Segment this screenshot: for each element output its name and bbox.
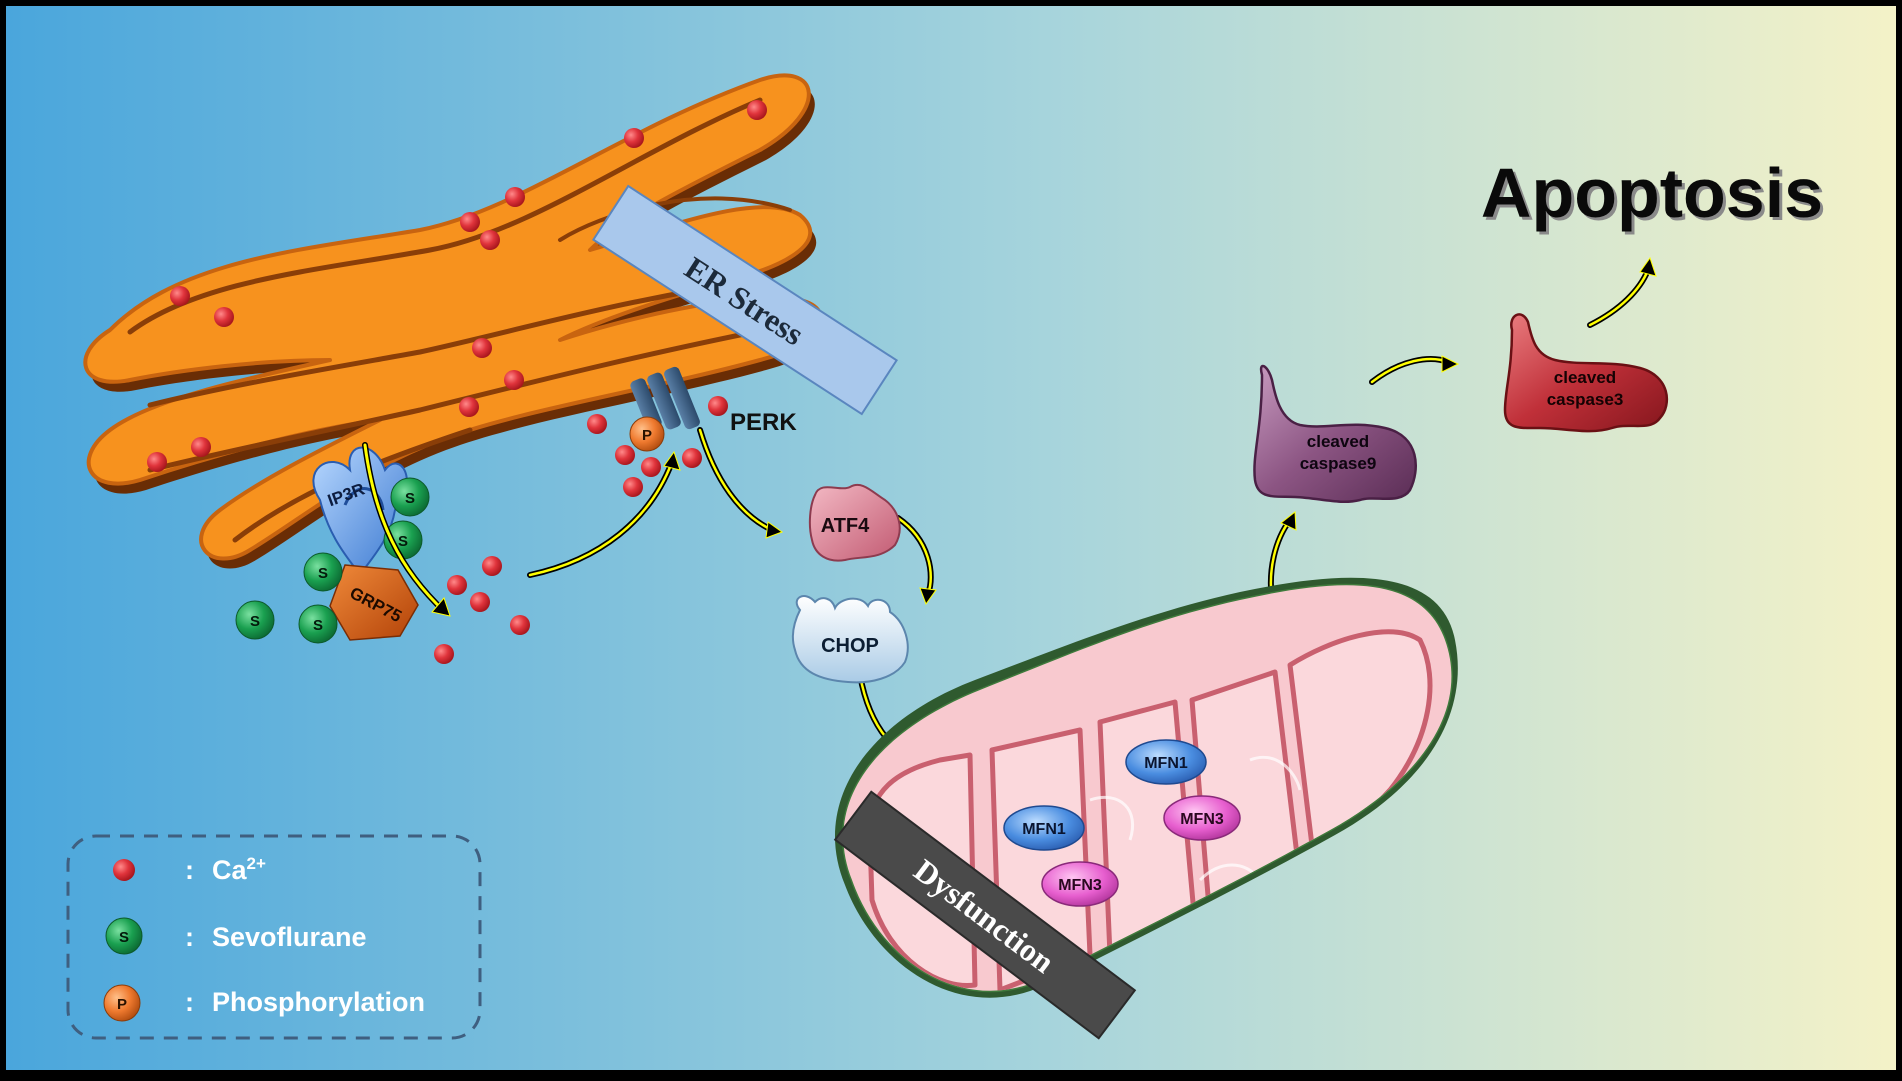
sevoflurane-marker: S	[303, 552, 343, 592]
calcium-ion	[191, 437, 211, 457]
calcium-ion	[480, 230, 500, 250]
sevoflurane-marker: S	[298, 604, 338, 644]
sevoflurane-marker-label: S	[313, 617, 323, 634]
legend-sevo-marker: S	[119, 929, 129, 946]
legend-border	[66, 834, 482, 1040]
sevoflurane-marker: S	[235, 600, 275, 640]
legend-separator-phospho: :	[185, 987, 194, 1017]
sevoflurane-marker-label: S	[318, 565, 328, 582]
title-shadow: Apoptosis	[1484, 157, 1826, 235]
mfn1-label-a: MFN1	[1022, 821, 1066, 838]
mfn3-protein-b: MFN3	[1163, 795, 1241, 841]
cleaved-caspase3: cleaved caspase3	[1503, 313, 1669, 433]
mfn3-protein-a: MFN3	[1041, 861, 1119, 907]
calcium-ion	[482, 556, 502, 576]
calcium-ion	[460, 212, 480, 232]
atf4-protein: ATF4	[808, 483, 901, 562]
grp75-protein: GRP75	[329, 564, 419, 641]
calcium-ion	[214, 307, 234, 327]
calcium-ion	[587, 414, 607, 434]
caspase3-line2: caspase3	[1547, 390, 1624, 409]
calcium-ion	[747, 100, 767, 120]
legend-item-ca: : Ca2+	[113, 854, 266, 885]
caspase3-line1: cleaved	[1554, 368, 1616, 387]
mfn1-protein-b: MFN1	[1125, 739, 1207, 785]
caspase9-line2: caspase9	[1300, 454, 1377, 473]
chop-protein: CHOP	[791, 595, 909, 684]
calcium-ion	[472, 338, 492, 358]
cleaved-caspase9: cleaved caspase9	[1253, 364, 1417, 504]
legend-item-phosphorylation: P : Phosphorylation	[103, 984, 425, 1022]
atf4-label: ATF4	[821, 515, 870, 537]
legend-phospho-marker: P	[117, 996, 127, 1013]
sevoflurane-markers: S S S S S	[235, 477, 430, 644]
chop-label: CHOP	[821, 635, 879, 657]
legend-label-phosphorylation: Phosphorylation	[212, 987, 425, 1017]
legend-label-ca: Ca2+	[212, 854, 266, 885]
calcium-ion	[170, 286, 190, 306]
calcium-ion	[505, 187, 525, 207]
calcium-ion	[470, 592, 490, 612]
calcium-ion	[459, 397, 479, 417]
legend: : Ca2+ S : Sevoflurane P : Phosphorylati…	[66, 834, 482, 1040]
calcium-ion	[504, 370, 524, 390]
legend-ca-text: Ca	[212, 855, 247, 885]
mfn1-label-b: MFN1	[1144, 755, 1188, 772]
legend-label-sevoflurane: Sevoflurane	[212, 922, 367, 952]
sevoflurane-marker-label: S	[250, 613, 260, 630]
sevoflurane-marker-label: S	[405, 490, 415, 507]
calcium-ion	[623, 477, 643, 497]
calcium-ion	[147, 452, 167, 472]
legend-separator-sevo: :	[185, 922, 194, 952]
sevoflurane-marker: S	[390, 477, 430, 517]
calcium-ion	[510, 615, 530, 635]
legend-item-sevoflurane: S : Sevoflurane	[105, 917, 367, 955]
calcium-ion	[624, 128, 644, 148]
mfn3-label-b: MFN3	[1180, 811, 1224, 828]
perk-phospho-marker: P	[629, 416, 665, 452]
mfn3-label-a: MFN3	[1058, 877, 1102, 894]
perk-receptor	[630, 366, 700, 430]
page-title: Apoptosis	[1481, 154, 1823, 232]
calcium-ion	[434, 644, 454, 664]
calcium-ion	[641, 457, 661, 477]
calcium-ion	[682, 448, 702, 468]
legend-ca-superscript: 2+	[247, 854, 266, 873]
calcium-ion	[615, 445, 635, 465]
mfn1-protein-a: MFN1	[1003, 805, 1085, 851]
caspase9-line1: cleaved	[1307, 432, 1369, 451]
calcium-ion	[708, 396, 728, 416]
phospho-marker-label: P	[642, 427, 652, 444]
sevoflurane-marker-label: S	[398, 533, 408, 550]
calcium-ions	[147, 100, 767, 664]
legend-separator-ca: :	[185, 855, 194, 885]
calcium-ion	[447, 575, 467, 595]
perk-label: PERK	[730, 409, 797, 436]
